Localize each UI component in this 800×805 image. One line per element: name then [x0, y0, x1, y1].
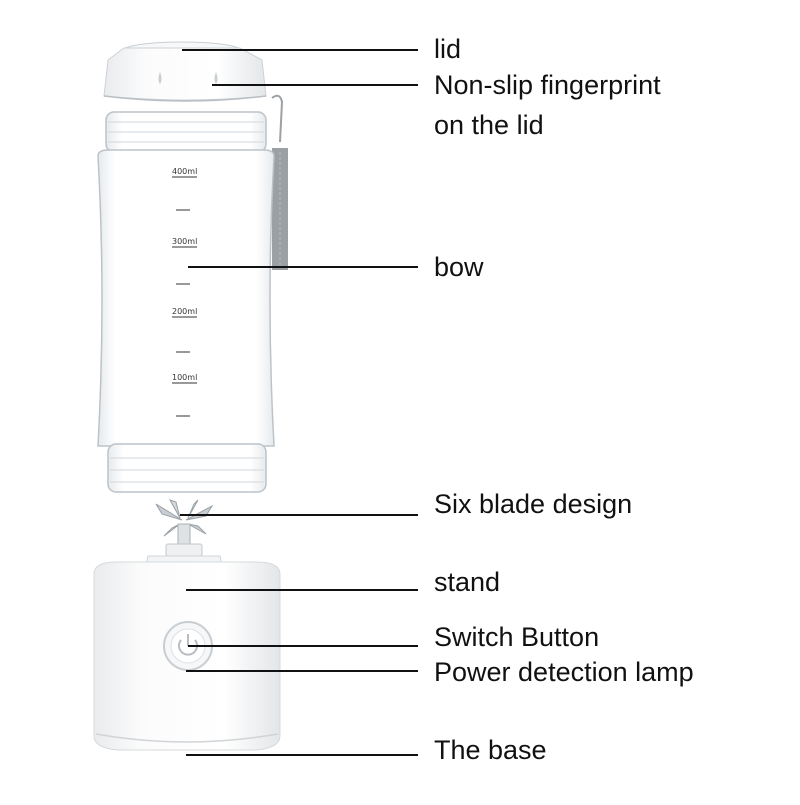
lid-grip-1 — [158, 72, 162, 84]
blade-up-left — [168, 499, 181, 519]
label-bow: bow — [434, 252, 484, 282]
scale-label-400: 400ml — [172, 167, 197, 176]
blade-down-right — [187, 523, 207, 535]
blade-hub — [165, 543, 203, 557]
label-non-slip-line2: on the lid — [434, 110, 544, 140]
scale-label-200: 200ml — [172, 307, 197, 316]
scale-label-100: 100ml — [172, 373, 197, 382]
blade-up-right — [187, 499, 199, 519]
blade-down-left — [163, 523, 181, 537]
measurement-scale: 400ml 300ml 200ml 100ml — [172, 167, 197, 417]
strap — [271, 94, 288, 270]
blade-shaft — [177, 523, 191, 547]
strap-ring — [271, 94, 284, 143]
lid-body — [103, 47, 267, 101]
blade-right — [185, 504, 214, 521]
label-non-slip-line1: Non-slip fingerprint — [434, 70, 661, 100]
label-six-blade: Six blade design — [434, 489, 633, 519]
base-bottom-edge — [95, 733, 279, 743]
power-icon — [178, 639, 198, 656]
six-blade-assembly — [155, 499, 214, 557]
label-base: The base — [434, 735, 547, 765]
scale-label-300: 300ml — [172, 237, 197, 246]
label-power-lamp: Power detection lamp — [434, 657, 694, 687]
lid-bottom-edge — [103, 95, 267, 102]
blade-left — [155, 503, 183, 521]
lid-grip-2 — [214, 72, 218, 84]
lid-part — [103, 41, 267, 102]
base-unit — [93, 555, 281, 751]
bottle-body — [97, 149, 275, 447]
label-lid: lid — [434, 34, 462, 64]
label-stand: stand — [434, 567, 501, 597]
bottom-rim — [107, 443, 267, 493]
leader-lines — [180, 49, 418, 756]
bottle-cup: 400ml 300ml 200ml 100ml — [97, 111, 275, 493]
label-switch-button: Switch Button — [434, 622, 600, 652]
